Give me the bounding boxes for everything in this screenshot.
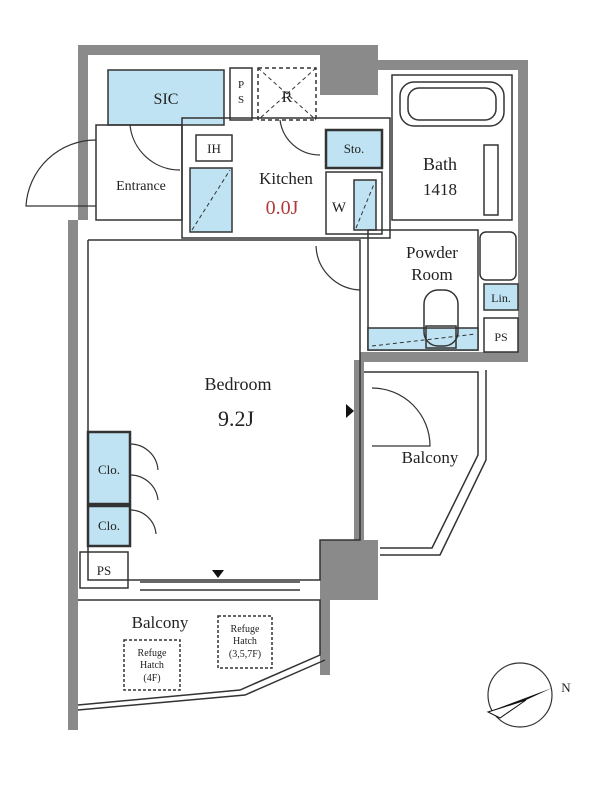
column-top [320, 45, 378, 95]
label-ih: IH [207, 141, 221, 156]
sink-box [189, 167, 233, 233]
label-refuge-a-floor: (4F) [143, 673, 160, 684]
r-diag-2 [257, 67, 317, 121]
powder-diag [371, 333, 477, 347]
balcony-bottom-outline [77, 599, 321, 706]
label-kitchen: Kitchen [259, 169, 313, 188]
label-balcony-right: Balcony [402, 448, 459, 467]
ps-top-outline [229, 67, 253, 121]
label-ps-left: PS [97, 563, 111, 578]
label-closet-1: Clo. [98, 462, 120, 477]
dashed-lines [191, 67, 477, 347]
label-bedroom: Bedroom [205, 374, 272, 394]
entrance-outline [95, 124, 183, 221]
compass-needle-tail [486, 699, 527, 719]
markers [212, 404, 354, 578]
compass-ring [487, 662, 553, 728]
label-washer: W [332, 200, 347, 216]
column-lower [320, 540, 378, 600]
label-bedroom-size: 9.2J [218, 406, 255, 431]
compass-north-arrow-icon: N [486, 662, 571, 728]
wall-top-left [78, 45, 378, 55]
label-refuge-a-1: Refuge [138, 648, 167, 659]
wall-bath-bottom [360, 352, 528, 362]
bedroom-door-swing [315, 245, 361, 291]
label-storage: Sto. [344, 141, 365, 156]
balcony-bottom-rail [77, 659, 326, 711]
wall-left-upper [78, 45, 88, 220]
refuge-b-box [217, 615, 273, 669]
sic-door-swing [129, 124, 181, 171]
r-door-swing [279, 119, 321, 156]
wall-top-right [378, 60, 528, 70]
door-swings [25, 119, 431, 535]
bathtub-inner [407, 87, 497, 121]
label-r-shaft: R [282, 89, 293, 106]
label-kitchen-size: 0.0J [266, 197, 299, 219]
label-bath-size: 1418 [423, 180, 457, 199]
balcony-right-rail [380, 370, 487, 556]
ps-left-box [79, 551, 129, 589]
label-linen: Lin. [491, 291, 511, 305]
powder-counter [367, 327, 479, 351]
label-balcony-bottom: Balcony [132, 613, 189, 632]
compass-label: N [561, 680, 571, 695]
washer-box [325, 171, 383, 235]
label-bath: Bath [423, 154, 457, 174]
closet-door-2 [129, 474, 159, 501]
closet-2-box [86, 504, 132, 548]
label-refuge-a-2: Hatch [140, 660, 164, 671]
bedroom-outline [87, 239, 361, 581]
bathtub [399, 81, 505, 127]
linen-box [483, 283, 519, 311]
sic-outline [107, 69, 225, 126]
toilet-tank [425, 325, 457, 349]
wall-left-lower [68, 220, 78, 730]
closet-1-box [86, 430, 132, 506]
wall-bottom-balcony-right [320, 595, 330, 675]
storage-box [324, 128, 384, 170]
label-powder-1: Powder [406, 243, 458, 262]
wall-bedroom-right [354, 360, 364, 550]
label-refuge-b-2: Hatch [233, 636, 257, 647]
wash-basin [479, 231, 517, 281]
ih-box [195, 134, 233, 162]
label-ps-top-1: P [238, 79, 244, 91]
balcony-door-marker [346, 404, 354, 418]
exterior-walls [68, 45, 528, 730]
shower-rail [483, 144, 499, 216]
washer-diag [355, 183, 375, 229]
ps-right-box [483, 317, 519, 353]
sink-diag [191, 169, 231, 231]
refuge-a-box [123, 639, 181, 691]
closet-door-3 [129, 509, 157, 535]
bath-outline [391, 74, 513, 221]
window-marker [212, 570, 224, 578]
wall-right-bath [518, 60, 528, 360]
compass-needle [488, 688, 552, 712]
label-closet-2: Clo. [98, 518, 120, 533]
r-shaft-outline [257, 67, 317, 121]
toilet [423, 289, 459, 347]
label-ps-top-2: S [238, 94, 244, 106]
label-refuge-b-floor: (3,5,7F) [229, 649, 261, 660]
interior-walls [77, 67, 519, 711]
entrance-door-swing [25, 139, 97, 207]
balcony-door-swing [371, 387, 431, 447]
label-ps-right: PS [494, 330, 507, 344]
label-powder-2: Room [411, 265, 453, 284]
label-refuge-b-1: Refuge [231, 624, 260, 635]
label-sic: SIC [154, 91, 179, 108]
closet-door-1 [129, 443, 159, 471]
label-entrance: Entrance [116, 179, 166, 194]
balcony-right-outline [364, 371, 479, 549]
